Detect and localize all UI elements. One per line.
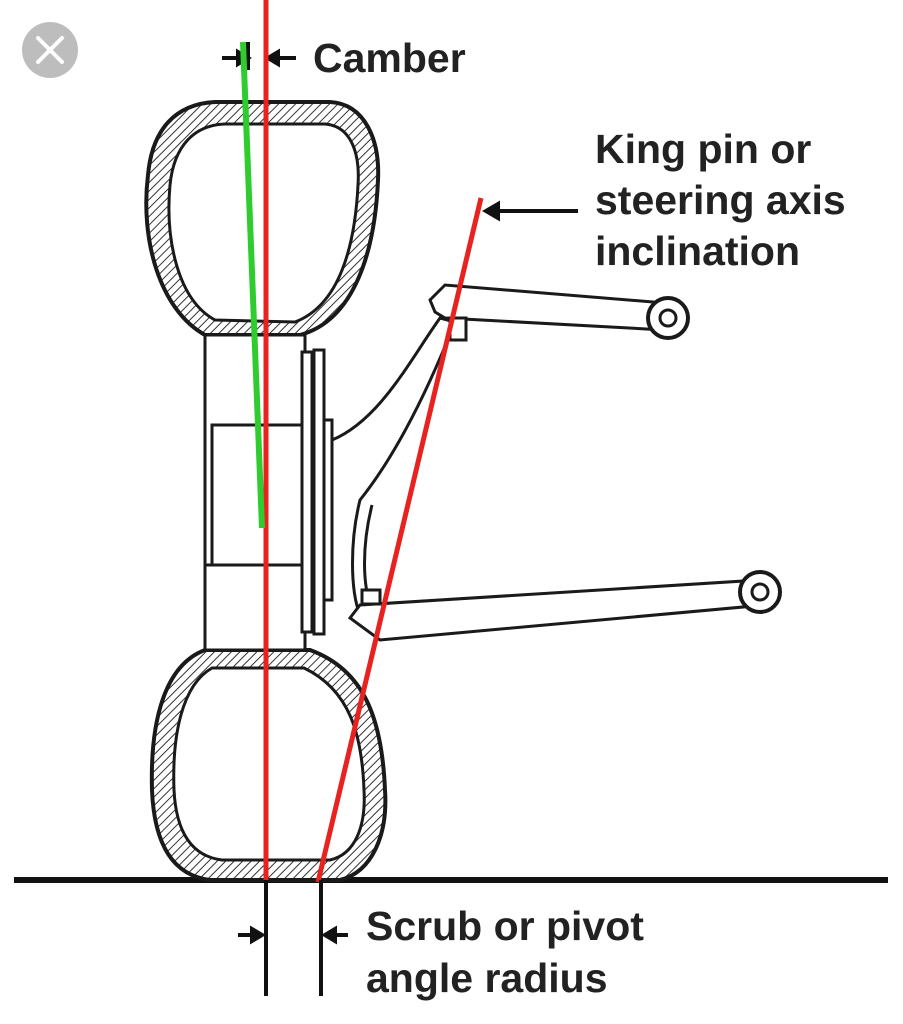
arrow-left-icon	[264, 48, 280, 68]
arrow-left-icon	[482, 200, 500, 222]
label-scrub-line2: angle radius	[366, 955, 608, 1001]
label-camber: Camber	[313, 35, 466, 81]
camber-line	[240, 41, 265, 529]
label-king-pin-line2: steering axis	[595, 177, 846, 223]
king-pin-leader	[482, 200, 578, 222]
close-button[interactable]	[22, 22, 78, 78]
label-scrub-line1: Scrub or pivot	[366, 903, 644, 949]
upper-control-arm	[428, 283, 690, 342]
steering-axis-line	[315, 197, 484, 883]
scrub-dimension	[238, 880, 348, 996]
tire-lower	[149, 648, 388, 882]
brake-disc	[300, 348, 334, 636]
arrow-right-icon	[250, 925, 266, 945]
label-king-pin-line3: inclination	[595, 228, 800, 274]
tire-upper	[144, 100, 381, 337]
label-king-pin-line1: King pin or	[595, 126, 811, 172]
arrow-left-icon	[321, 925, 337, 945]
lower-control-arm	[347, 570, 782, 642]
camber-dimension	[222, 42, 296, 70]
close-icon	[36, 36, 64, 64]
